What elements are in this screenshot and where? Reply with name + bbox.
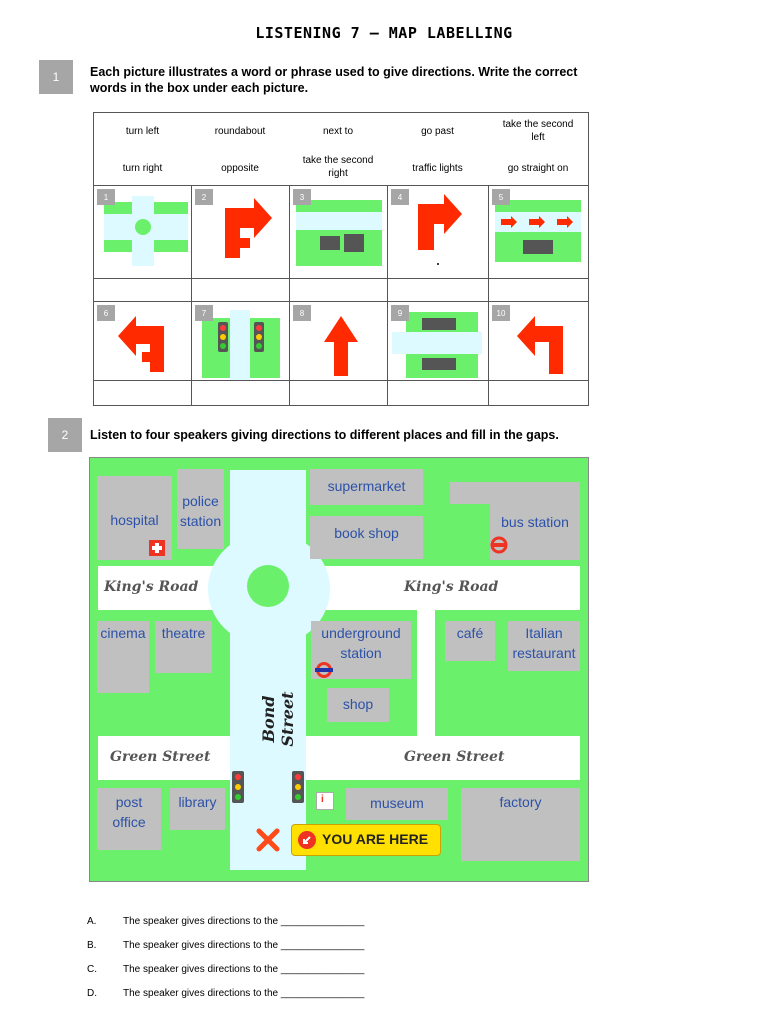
kings-road-right-label: King's Road xyxy=(404,579,499,595)
museum: museum xyxy=(346,788,448,820)
word-picture-table: turn left roundabout next to go past tak… xyxy=(93,112,589,406)
picture-number: 4 xyxy=(391,189,409,205)
word-go-straight-on: go straight on xyxy=(507,163,569,174)
picture-number: 1 xyxy=(97,189,115,205)
hospital-cross-icon xyxy=(149,540,165,556)
question-b-text: The speaker gives directions to the ____… xyxy=(123,940,365,951)
picture-8-go-straight-on: 8 xyxy=(290,302,387,393)
picture-4-turn-right-arrow: 4 xyxy=(388,186,485,277)
police-station: police station xyxy=(177,469,224,549)
question-d-text: The speaker gives directions to the ____… xyxy=(123,988,365,999)
word-turn-left: turn left xyxy=(125,126,160,137)
picture-number: 7 xyxy=(195,305,213,321)
section-2-number: 2 xyxy=(48,418,82,452)
picture-number: 9 xyxy=(391,305,409,321)
theatre: theatre xyxy=(155,621,212,673)
cafe: café xyxy=(445,621,495,661)
picture-5-go-past: 5 xyxy=(489,186,586,277)
factory: factory xyxy=(461,788,580,861)
bond-street-road xyxy=(230,470,306,870)
picture-number: 10 xyxy=(492,305,510,321)
you-are-here-x-icon xyxy=(256,828,280,852)
information-icon: i xyxy=(316,792,334,810)
question-a-text: The speaker gives directions to the ____… xyxy=(123,916,365,927)
kings-road-left-label: King's Road xyxy=(104,579,199,595)
roundabout-center xyxy=(247,565,289,607)
library: library xyxy=(170,788,225,830)
book-shop: book shop xyxy=(310,516,423,559)
library-label: library xyxy=(178,794,217,810)
picture-7-traffic-lights: 7 xyxy=(192,302,289,393)
post-office: post office xyxy=(97,788,161,850)
word-take-second-right: take the second right xyxy=(302,155,374,179)
picture-number: 5 xyxy=(492,189,510,205)
question-b-letter: B. xyxy=(87,940,97,951)
police-label-2: station xyxy=(179,513,222,529)
italian-label-2: restaurant xyxy=(512,645,576,661)
picture-1-roundabout: 1 xyxy=(94,186,191,277)
post-office-label-1: post xyxy=(115,794,143,810)
you-are-here-sign: YOU ARE HERE xyxy=(291,824,441,856)
green-street-right-label: Green Street xyxy=(404,749,505,765)
section-1-number: 1 xyxy=(39,60,73,94)
section-2-instruction: Listen to four speakers giving direction… xyxy=(90,428,559,442)
factory-label: factory xyxy=(499,794,542,810)
side-road xyxy=(417,610,435,736)
picture-number: 8 xyxy=(293,305,311,321)
italian-restaurant: Italian restaurant xyxy=(508,621,580,671)
picture-6-take-second-left: 6 xyxy=(94,302,191,393)
kings-road xyxy=(98,566,580,610)
shop: shop xyxy=(327,688,389,722)
picture-3-opposite: 3 xyxy=(290,186,387,277)
word-take-second-left: take the second left xyxy=(502,119,574,143)
building-unlabelled xyxy=(450,482,580,504)
cinema-label: cinema xyxy=(100,625,146,641)
question-a-letter: A. xyxy=(87,916,97,927)
town-map: hospital police station supermarket book… xyxy=(89,457,589,882)
section-1-instruction: Each picture illustrates a word or phras… xyxy=(90,64,577,96)
picture-10-turn-left: 10 xyxy=(489,302,586,393)
bus-station: bus station xyxy=(490,504,580,560)
supermarket: supermarket xyxy=(310,469,423,505)
underground-station: underground station xyxy=(311,621,411,679)
instruction-line-2: words in the box under each picture. xyxy=(90,81,309,95)
cafe-label: café xyxy=(456,625,484,641)
underground-label-1: underground xyxy=(321,625,401,641)
word-opposite: opposite xyxy=(221,163,259,174)
question-d-letter: D. xyxy=(87,988,97,999)
you-are-here-label: YOU ARE HERE xyxy=(322,831,429,847)
question-c-text: The speaker gives directions to the ____… xyxy=(123,964,365,975)
underground-label-2: station xyxy=(340,645,382,661)
theatre-label: theatre xyxy=(161,625,206,641)
post-office-label-2: office xyxy=(112,814,146,830)
bus-station-icon xyxy=(490,536,508,554)
green-street-left-label: Green Street xyxy=(110,749,211,765)
traffic-light-left-icon xyxy=(232,771,244,803)
traffic-light-right-icon xyxy=(292,771,304,803)
picture-2-turn-right: 2 xyxy=(192,186,289,277)
word-roundabout: roundabout xyxy=(214,126,266,137)
word-traffic-lights: traffic lights xyxy=(412,163,463,174)
instruction-line-1: Each picture illustrates a word or phras… xyxy=(90,65,578,79)
hospital-label: hospital xyxy=(110,512,159,528)
bus-station-label: bus station xyxy=(501,514,569,530)
picture-number: 3 xyxy=(293,189,311,205)
underground-icon xyxy=(315,662,333,678)
question-c-letter: C. xyxy=(87,964,97,975)
word-next-to: next to xyxy=(322,126,354,137)
picture-9-next-to: 9 xyxy=(388,302,485,393)
picture-number: 2 xyxy=(195,189,213,205)
word-go-past: go past xyxy=(421,126,454,137)
word-turn-right: turn right xyxy=(122,163,163,174)
you-are-here-arrow-icon xyxy=(298,831,316,849)
hospital: hospital xyxy=(97,476,172,560)
page-title: LISTENING 7 – MAP LABELLING xyxy=(255,24,513,42)
italian-label-1: Italian xyxy=(525,625,563,641)
green-street xyxy=(98,736,580,780)
picture-number: 6 xyxy=(97,305,115,321)
bond-street-label: Bond Street xyxy=(259,691,297,747)
cinema: cinema xyxy=(97,621,149,693)
police-label-1: police xyxy=(182,493,219,509)
